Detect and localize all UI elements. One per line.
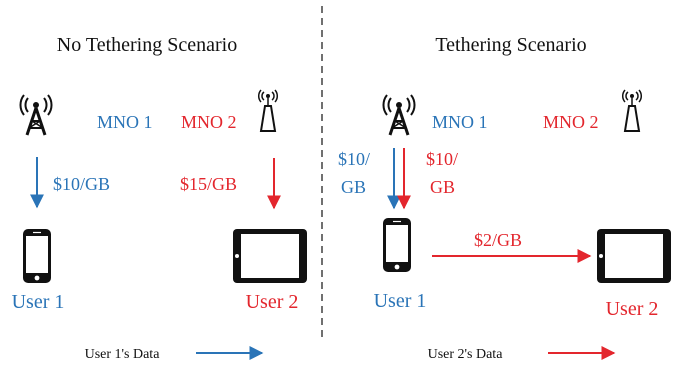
right-user1-label: User 1 — [374, 290, 427, 312]
left-user1-label: User 1 — [12, 291, 65, 313]
legend-user1-label: User 1's Data — [85, 347, 161, 362]
left-mno1-label: MNO 1 — [97, 112, 153, 132]
right-price-blue-line1: $10/ — [338, 149, 370, 169]
mno1-tower-icon — [18, 93, 54, 137]
right-user2-label: User 2 — [606, 298, 659, 320]
right-price-blue-line2: GB — [341, 177, 366, 197]
left-user2-label: User 2 — [246, 291, 299, 313]
right-mno2-label: MNO 2 — [543, 112, 599, 132]
left-price-red: $15/GB — [180, 174, 237, 194]
right-mno1-label: MNO 1 — [432, 112, 488, 132]
left-mno2-label: MNO 2 — [181, 112, 237, 132]
legend-user2-label: User 2's Data — [428, 347, 504, 362]
tether-price: $2/GB — [474, 230, 522, 250]
right-phone-icon — [382, 217, 412, 273]
left-phone-icon — [22, 228, 52, 284]
right-mno1-tower-icon — [381, 93, 417, 137]
right-price-red-line1: $10/ — [426, 149, 458, 169]
left-tablet-icon — [233, 229, 307, 283]
right-price-red-line2: GB — [430, 177, 455, 197]
right-mno2-antenna-icon — [621, 89, 643, 132]
left-title: No Tethering Scenario — [57, 34, 237, 56]
right-title: Tethering Scenario — [435, 34, 586, 56]
left-price-blue: $10/GB — [53, 174, 110, 194]
mno2-antenna-icon — [257, 89, 279, 132]
right-tablet-icon — [597, 229, 671, 283]
